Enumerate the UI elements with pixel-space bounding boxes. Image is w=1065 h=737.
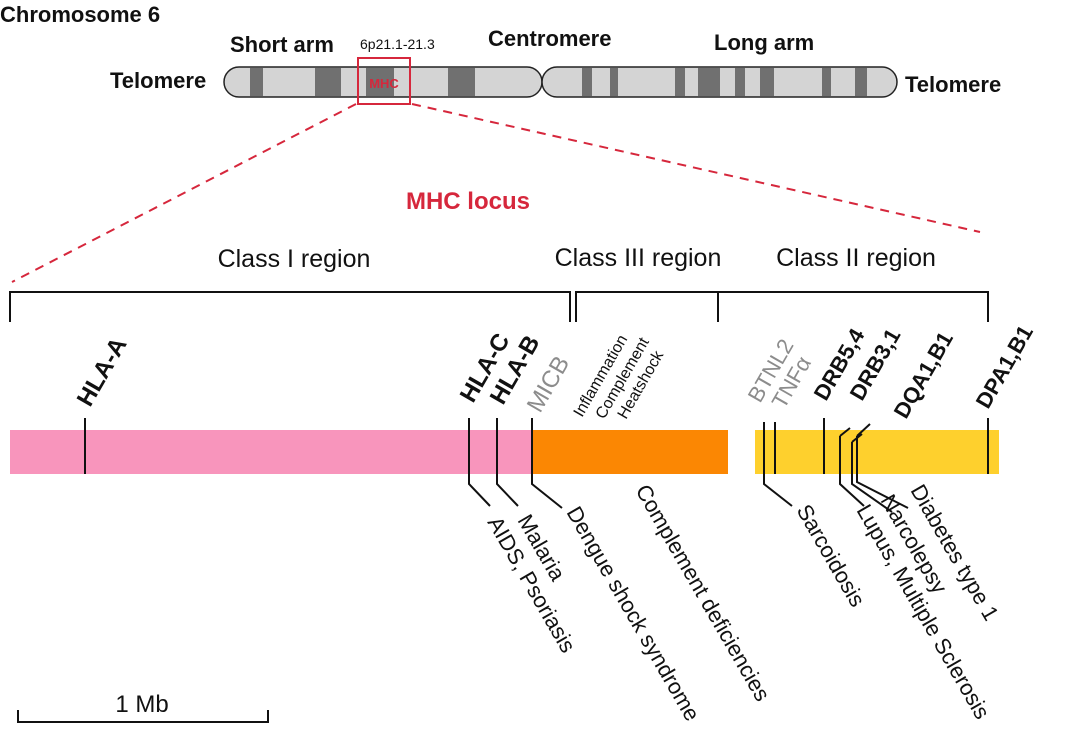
short-arm-label: Short arm (230, 32, 334, 57)
leader-lupus (839, 474, 865, 507)
mhc-locus-title: MHC locus (406, 188, 530, 215)
leader-diabetes (856, 474, 909, 509)
mhc-marker-label: MHC (369, 76, 399, 91)
gene-label-hla-a: HLA-A (72, 333, 133, 411)
chromosome-band (610, 68, 618, 96)
zoom-line-left (11, 103, 357, 283)
scale-bar (17, 710, 269, 723)
region-brackets (9, 291, 989, 322)
mhc-highlight-box (357, 57, 411, 105)
telomere-left-label: Telomere (110, 68, 206, 93)
chromosome-band (855, 68, 867, 96)
chromosome-band (582, 68, 592, 96)
leader-narcolepsy (851, 474, 893, 513)
chromosome-band (250, 68, 263, 96)
disease-leaders (468, 474, 909, 513)
chromosome-long-arm (541, 66, 898, 98)
class3-bar (532, 430, 728, 474)
band-label: 6p21.1-21.3 (360, 36, 435, 52)
class2-region-label: Class II region (776, 244, 936, 272)
chromosome-short-arm (223, 66, 543, 98)
figure-title: Chromosome 6 (0, 2, 160, 27)
class2-bar (755, 430, 999, 474)
chromosome-band (675, 68, 685, 96)
leader-malaria (496, 474, 519, 507)
centromere-label: Centromere (488, 26, 611, 51)
gene-label-dpa1b1: DPA1,B1 (971, 321, 1038, 413)
class1-bracket (9, 291, 571, 322)
chromosome-band (315, 68, 341, 96)
chromosome-band (822, 68, 831, 96)
chromosome-band (366, 68, 394, 96)
class1-region-label: Class I region (218, 245, 371, 273)
long-arm-label: Long arm (714, 30, 814, 55)
class3-region-label: Class III region (555, 244, 722, 272)
leader-aids (468, 474, 491, 507)
leader-dengue (531, 474, 563, 509)
chromosome-band (735, 68, 745, 96)
zoom-line-right (411, 103, 981, 233)
scale-bar-label: 1 Mb (115, 691, 168, 718)
chromosome-band (448, 68, 475, 96)
chromosome-band (760, 68, 774, 96)
leader-sarcoidosis (763, 474, 793, 507)
gene-tick-dqb1-hook (856, 423, 871, 437)
class1-bar (10, 430, 532, 474)
gene-ticks (84, 418, 989, 474)
chromosome-band (698, 68, 720, 96)
class3-class2-bracket (575, 291, 989, 322)
telomere-right-label: Telomere (905, 72, 1001, 97)
gene-tick-drb31-hook (839, 427, 851, 437)
